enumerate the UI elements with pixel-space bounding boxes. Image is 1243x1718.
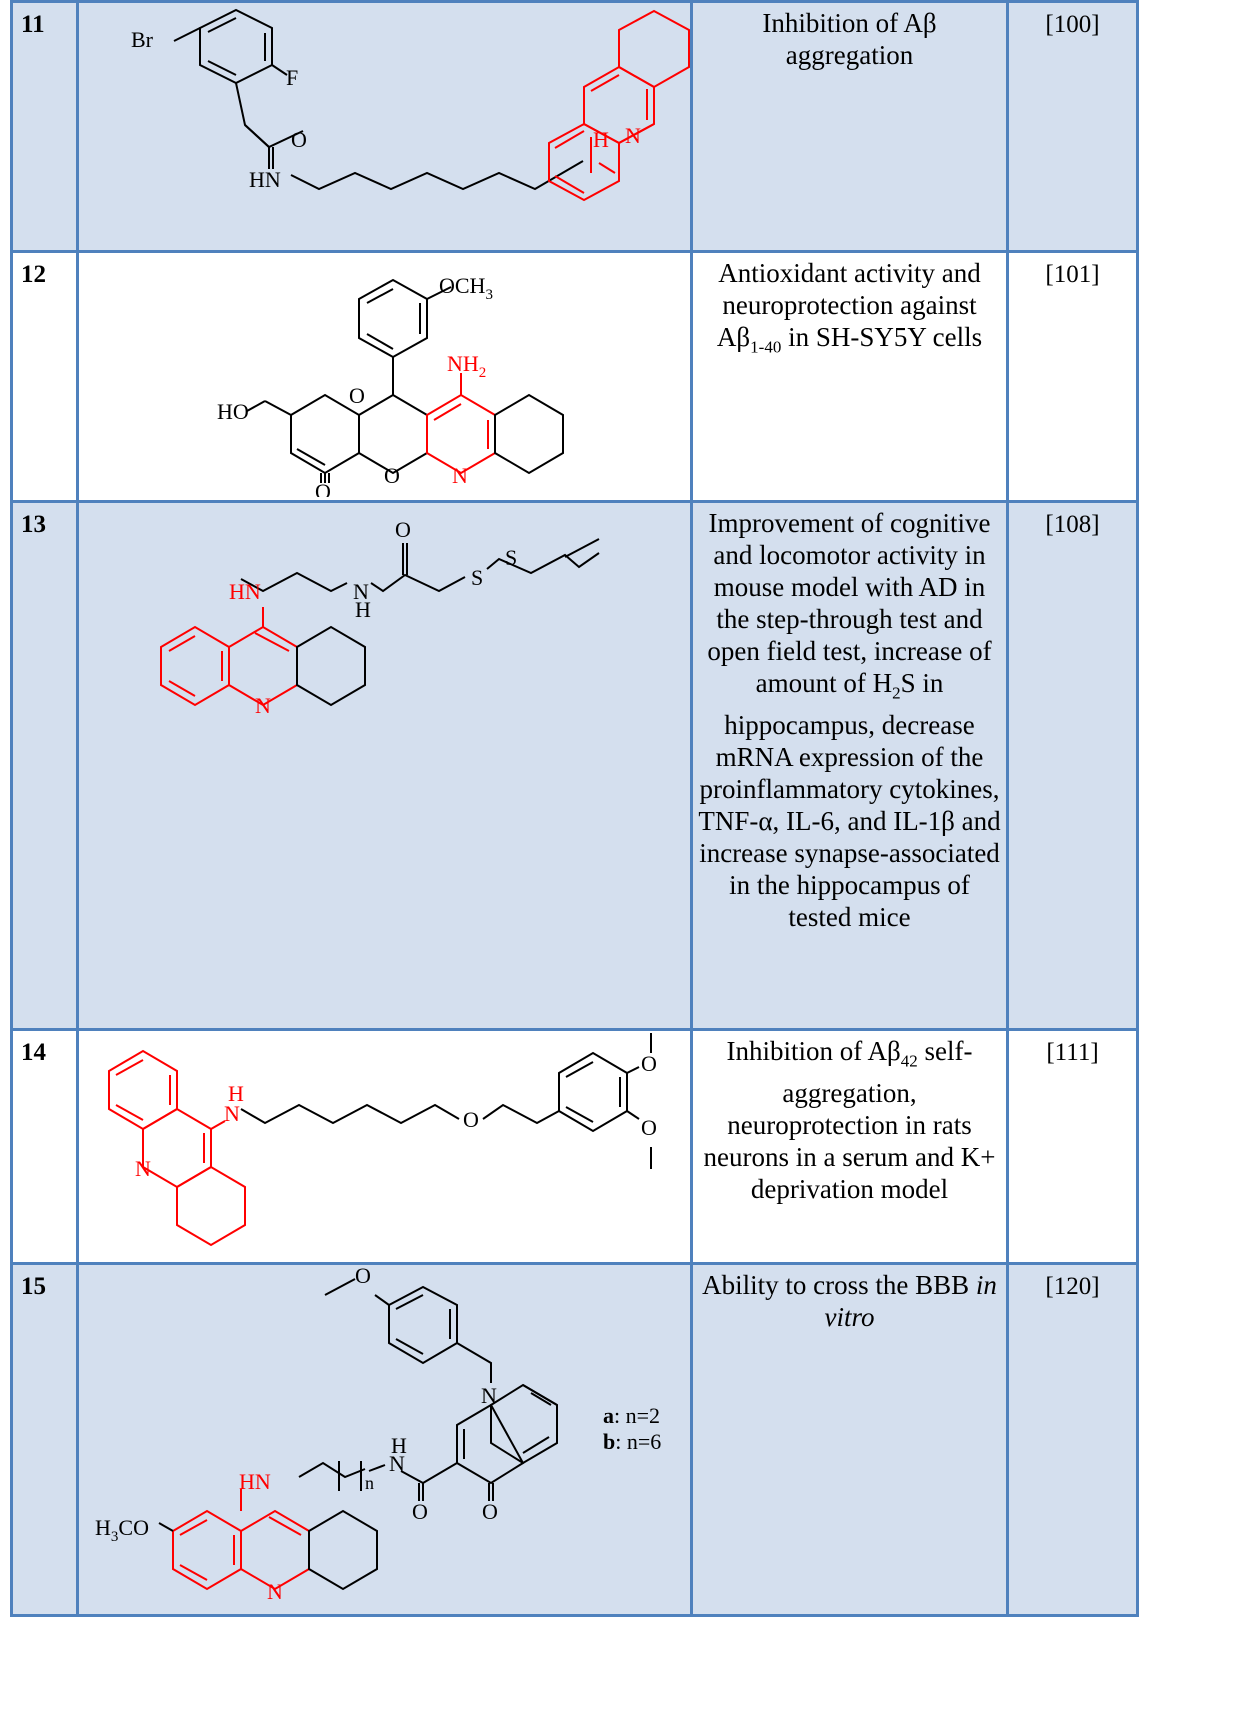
atom-label: O (349, 383, 365, 408)
atom-label: N (452, 463, 468, 488)
chemical-structure: HN N H O S S N (160, 517, 600, 718)
atom-label: S (471, 565, 483, 590)
activity-text: Ability to cross the BBB in vitro (702, 1270, 997, 1332)
atom-label: NH2 (447, 351, 486, 381)
atom-label: O (482, 1499, 498, 1524)
atom-label: N (625, 123, 641, 148)
atom-label: F (286, 65, 298, 90)
variant-label: b: n=6 (603, 1429, 661, 1454)
atom-label: HO (217, 399, 249, 424)
chemical-structure: O N H N HN n O O H3CO N a: n=2 b: n=6 (95, 1265, 661, 1604)
reference-link[interactable]: [101] (1045, 261, 1100, 288)
chemical-structure: H N N O O O (108, 1033, 657, 1247)
atom-label: N (481, 1383, 497, 1408)
structure-cell: O N H N HN n O O H3CO N a: n=2 b: n=6 (76, 1262, 693, 1617)
compound-number: 12 (21, 261, 46, 288)
compound-number: 13 (21, 511, 46, 538)
atom-label: H (391, 1433, 407, 1458)
reference-link[interactable]: [100] (1045, 11, 1100, 38)
activity-text: Antioxidant activity and neuroprotection… (716, 258, 983, 357)
activity-text: Inhibition of Aβ42 self-aggregation, neu… (703, 1036, 996, 1205)
compound-table: 11 (10, 0, 1139, 1617)
compound-number: 14 (21, 1039, 46, 1066)
atom-label: O (355, 1265, 371, 1288)
variant-label: a: n=2 (603, 1403, 660, 1428)
reference-link[interactable]: [120] (1045, 1273, 1100, 1300)
table-row: 14 (10, 1028, 1139, 1265)
table-row: 15 (10, 1262, 1139, 1617)
structure-cell: HN N H O S S N (76, 500, 693, 1031)
atom-label: H (355, 597, 371, 622)
reference-link[interactable]: [111] (1046, 1039, 1099, 1066)
atom-label: O (315, 479, 331, 497)
compound-number: 15 (21, 1273, 46, 1300)
activity-text: Improvement of cognitive and locomotor a… (698, 508, 1001, 933)
atom-label: HN (249, 167, 281, 192)
atom-label: O (384, 463, 400, 488)
atom-label: N (389, 1451, 405, 1476)
compound-number: 11 (21, 11, 45, 38)
chemical-structure: Br F O HN H N (131, 8, 690, 202)
atom-label: n (365, 1473, 374, 1493)
atom-label: O (641, 1051, 657, 1076)
structure-cell: H N N O O O (76, 1028, 693, 1265)
atom-label: N (255, 693, 271, 718)
table-row: 12 (10, 250, 1139, 503)
atom-label: HN (229, 579, 261, 604)
atom-label: N (224, 1101, 240, 1126)
atom-label: O (395, 517, 411, 542)
atom-label: H (228, 1081, 244, 1106)
activity-text: Inhibition of Aβ aggregation (762, 8, 937, 70)
atom-label: O (291, 127, 307, 152)
atom-label: O (412, 1499, 428, 1524)
atom-label: N (353, 579, 369, 604)
structure-cell: Br F O HN H N (76, 0, 693, 253)
atom-label: H (593, 127, 609, 152)
table-row: 11 (10, 0, 1139, 253)
atom-label: S (505, 545, 517, 570)
structure-cell: OCH3 NH2 HO O O O N (76, 250, 693, 503)
atom-label: OCH3 (439, 273, 493, 303)
atom-label: O (641, 1115, 657, 1140)
atom-label: H3CO (95, 1515, 149, 1545)
table-row: 13 (10, 500, 1139, 1031)
atom-label: Br (131, 27, 154, 52)
atom-label: N (267, 1579, 283, 1604)
chemical-structure: OCH3 NH2 HO O O O N (217, 273, 564, 497)
atom-label: O (463, 1107, 479, 1132)
atom-label: N (135, 1156, 151, 1181)
atom-label: HN (239, 1469, 271, 1494)
reference-link[interactable]: [108] (1045, 511, 1100, 538)
